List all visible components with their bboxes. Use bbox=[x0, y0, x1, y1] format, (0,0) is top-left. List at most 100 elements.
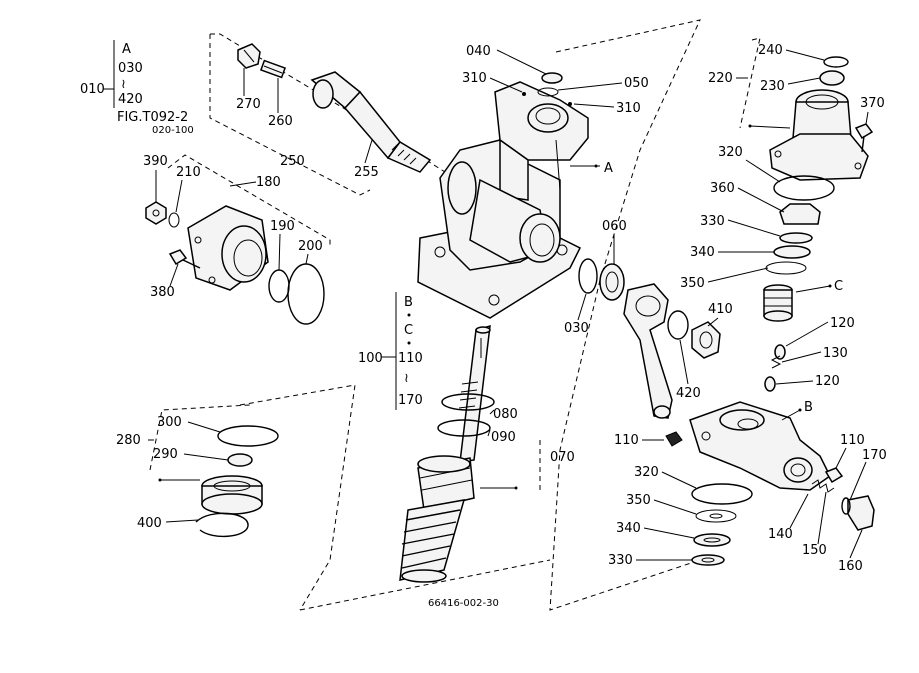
seal-030 bbox=[578, 258, 598, 294]
bushing-230 bbox=[819, 70, 845, 86]
bearing-340-bottom bbox=[693, 533, 731, 547]
snap-ring-300 bbox=[217, 425, 279, 447]
bearing-340-top bbox=[773, 245, 811, 259]
sleeve-group-c bbox=[763, 284, 793, 322]
label-090: 090 bbox=[491, 430, 516, 445]
group-220-box bbox=[739, 37, 761, 129]
label-240: 240 bbox=[758, 43, 783, 58]
label-190: 190 bbox=[270, 219, 295, 234]
label-310-left: 310 bbox=[462, 71, 487, 86]
label-320-bottom: 320 bbox=[634, 465, 659, 480]
valve-body-b: B 110 110 170 140 150 160 bbox=[614, 400, 887, 574]
shaft-group-250: 270 260 250 255 bbox=[209, 33, 449, 196]
label-290: 290 bbox=[153, 447, 178, 462]
label-300: 300 bbox=[157, 415, 182, 430]
seal-290 bbox=[227, 453, 253, 467]
sector-group-frame-top bbox=[555, 19, 701, 281]
group-100-110: 110 bbox=[398, 351, 423, 366]
label-c: C bbox=[834, 279, 843, 294]
label-120-bottom: 120 bbox=[815, 374, 840, 389]
label-330-bottom: 330 bbox=[608, 553, 633, 568]
label-330-top: 330 bbox=[700, 214, 725, 229]
o-ring-320-top bbox=[773, 175, 835, 201]
label-070: 070 bbox=[550, 450, 575, 465]
plug-160 bbox=[847, 495, 875, 531]
ref-030-label: 030 bbox=[118, 61, 143, 76]
label-220: 220 bbox=[708, 71, 733, 86]
spring-150 bbox=[811, 479, 835, 493]
label-050: 050 bbox=[624, 76, 649, 91]
group-100-c: C bbox=[404, 323, 413, 338]
plunger-120-bottom bbox=[764, 376, 776, 392]
ref-010-label: 010 bbox=[80, 82, 105, 97]
input-shaft-255 bbox=[310, 71, 432, 173]
label-310-right: 310 bbox=[616, 101, 641, 116]
bearing-group-280: 300 290 280 400 bbox=[116, 404, 279, 537]
label-360: 360 bbox=[710, 181, 735, 196]
label-260: 260 bbox=[268, 114, 293, 129]
washer-420 bbox=[667, 310, 689, 340]
snap-ring-400 bbox=[195, 512, 249, 537]
group-070-box-left bbox=[239, 384, 356, 611]
gear-housing: A bbox=[417, 81, 613, 319]
adjuster-stack: 320 360 330 340 350 C 120 130 120 bbox=[680, 145, 855, 392]
pin-310-right bbox=[568, 102, 572, 106]
side-cover-180 bbox=[187, 205, 269, 291]
cap-group-220: 240 230 220 370 bbox=[708, 37, 885, 181]
label-150: 150 bbox=[802, 543, 827, 558]
nut-410 bbox=[691, 321, 721, 359]
o-ring-200 bbox=[287, 263, 325, 325]
bolt-380 bbox=[168, 249, 201, 269]
label-040: 040 bbox=[466, 44, 491, 59]
label-140: 140 bbox=[768, 527, 793, 542]
washer-350-bottom bbox=[695, 509, 737, 523]
label-080: 080 bbox=[493, 407, 518, 422]
label-250: 250 bbox=[280, 154, 305, 169]
washer-350-top bbox=[765, 261, 807, 275]
label-200: 200 bbox=[298, 239, 323, 254]
fig-range-label: 020-100 bbox=[152, 125, 194, 136]
nut-390 bbox=[145, 201, 167, 225]
o-ring-170 bbox=[841, 497, 851, 515]
plunger-120-top bbox=[774, 344, 786, 360]
label-420: 420 bbox=[676, 386, 701, 401]
label-350-bottom: 350 bbox=[626, 493, 651, 508]
label-350-top: 350 bbox=[680, 276, 705, 291]
label-b: B bbox=[804, 400, 813, 415]
bolt-260 bbox=[259, 59, 287, 79]
nut-360 bbox=[779, 203, 821, 225]
spring-130 bbox=[770, 355, 782, 369]
label-130: 130 bbox=[823, 346, 848, 361]
plug-110-right bbox=[824, 467, 844, 484]
bearing-cup bbox=[201, 475, 263, 515]
label-270: 270 bbox=[236, 97, 261, 112]
fig-ref-label: FIG.T092-2 bbox=[117, 110, 188, 125]
worm-gear bbox=[399, 499, 466, 581]
label-390: 390 bbox=[143, 154, 168, 169]
nut-270 bbox=[237, 43, 261, 69]
lower-right-stack: 320 350 340 330 bbox=[608, 465, 753, 568]
washer-330-bottom bbox=[691, 554, 725, 566]
seal-050 bbox=[537, 87, 559, 97]
group-100-170: 170 bbox=[398, 393, 423, 408]
label-120-top: 120 bbox=[830, 316, 855, 331]
cap-housing-220 bbox=[769, 89, 869, 181]
label-280: 280 bbox=[116, 433, 141, 448]
label-400: 400 bbox=[137, 516, 162, 531]
o-ring-190 bbox=[268, 269, 290, 303]
label-210: 210 bbox=[176, 165, 201, 180]
label-160: 160 bbox=[838, 559, 863, 574]
group-100-prefix: 100 bbox=[358, 351, 383, 366]
pin-310-left bbox=[522, 92, 526, 96]
cap-040 bbox=[541, 72, 563, 84]
washer-210 bbox=[168, 212, 180, 228]
ref-tilde: ≀ bbox=[121, 77, 126, 92]
worm-shaft-group-070: 080 090 070 bbox=[239, 324, 575, 611]
pitman-arm-420 bbox=[623, 283, 673, 419]
pitman-arm-group: 410 420 bbox=[623, 283, 733, 419]
group-100-b: B bbox=[404, 295, 413, 310]
label-380: 380 bbox=[150, 285, 175, 300]
label-110-right: 110 bbox=[840, 433, 865, 448]
